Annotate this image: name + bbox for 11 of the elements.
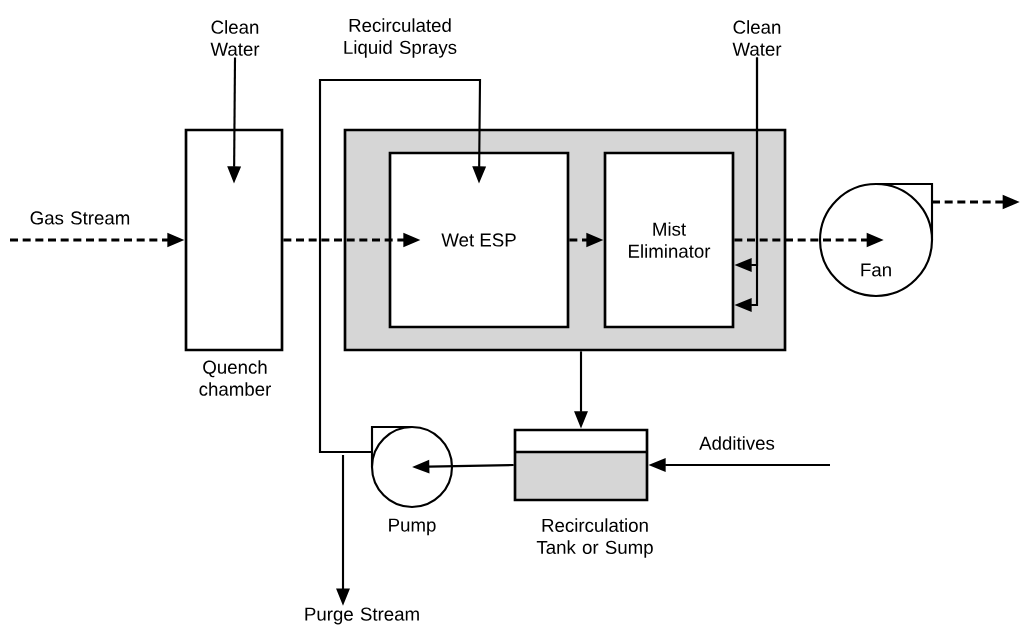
stream-label: Purge Stream [305, 607, 419, 625]
stream-label: Clean Water [732, 20, 782, 56]
process-box: Wet ESP [388, 151, 570, 329]
arrow [318, 78, 487, 454]
process-box: Mist Eliminator [603, 151, 735, 329]
edge-label: Recirculated Liquid Sprays [344, 18, 457, 58]
chamber-box: Quench chamber [184, 128, 284, 396]
node-label: Quench chamber [199, 360, 272, 396]
edge-label: Gas Stream [30, 211, 130, 225]
stream-label: Clean Water [210, 20, 260, 56]
edge-label: Additives [699, 436, 775, 450]
